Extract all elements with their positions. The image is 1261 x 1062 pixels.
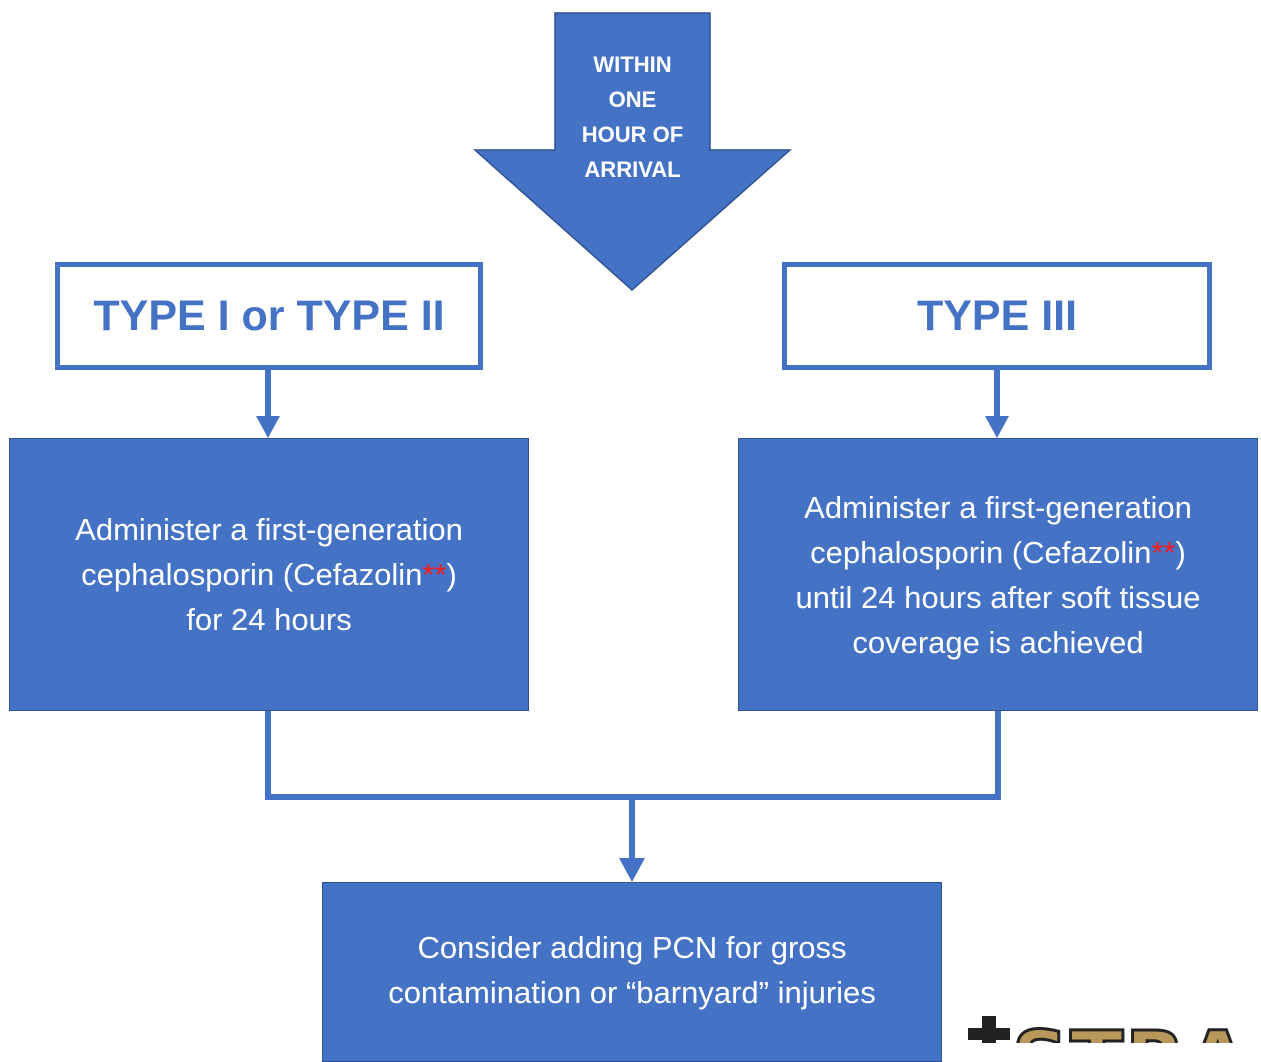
treatment-left-box: Administer a first-generation cephalospo… — [9, 438, 529, 711]
arrowhead-right-type — [985, 416, 1009, 438]
treatment-right-line-4: coverage is achieved — [852, 624, 1144, 660]
logo-wordmark: STRA — [1011, 1021, 1250, 1044]
type-i-ii-box: TYPE I or TYPE II — [55, 262, 483, 370]
treatment-right-box: Administer a first-generation cephalospo… — [738, 438, 1258, 711]
treatment-left-text: Administer a first-generation cephalospo… — [75, 507, 463, 642]
arrival-line-1: WITHIN — [593, 52, 672, 77]
consider-pcn-box: Consider adding PCN for gross contaminat… — [322, 882, 942, 1062]
arrival-line-2: ONE — [608, 87, 657, 112]
arrowhead-merge — [619, 858, 645, 882]
treatment-left-drug: cephalosporin (Cefazolin — [81, 557, 423, 592]
stra-logo: STRA — [960, 1008, 1261, 1043]
treatment-right-paren: ) — [1175, 534, 1186, 570]
consider-pcn-text: Consider adding PCN for gross contaminat… — [388, 925, 876, 1015]
treatment-right-line-2: cephalosporin (Cefazolin**) — [796, 530, 1201, 575]
consider-line-1: Consider adding PCN for gross — [417, 930, 847, 965]
treatment-left-paren: ) — [446, 557, 457, 592]
type-iii-box: TYPE III — [782, 262, 1212, 370]
logo-cross-icon — [968, 1016, 1010, 1043]
footnote-marker: ** — [422, 557, 447, 592]
treatment-left-line-1: Administer a first-generation — [75, 512, 463, 547]
arrowhead-left-type — [256, 416, 280, 438]
consider-line-2: contamination or “barnyard” injuries — [388, 975, 876, 1010]
treatment-left-line-2: cephalosporin (Cefazolin**) — [75, 552, 463, 597]
arrival-arrow-label: WITHIN ONE HOUR OF ARRIVAL — [560, 47, 705, 187]
arrival-line-3: HOUR OF — [581, 122, 684, 147]
footnote-marker: ** — [1151, 534, 1176, 570]
type-iii-title: TYPE III — [916, 291, 1078, 340]
arrival-line-4: ARRIVAL — [584, 157, 681, 182]
arrival-arrow — [473, 12, 792, 292]
treatment-right-drug: cephalosporin (Cefazolin — [810, 534, 1152, 570]
treatment-left-line-3: for 24 hours — [186, 602, 352, 637]
treatment-right-text: Administer a first-generation cephalospo… — [796, 485, 1201, 665]
treatment-right-line-3: until 24 hours after soft tissue — [795, 579, 1201, 615]
merge-connector — [265, 711, 1001, 800]
treatment-right-line-1: Administer a first-generation — [804, 489, 1192, 525]
type-i-ii-title: TYPE I or TYPE II — [93, 291, 445, 340]
